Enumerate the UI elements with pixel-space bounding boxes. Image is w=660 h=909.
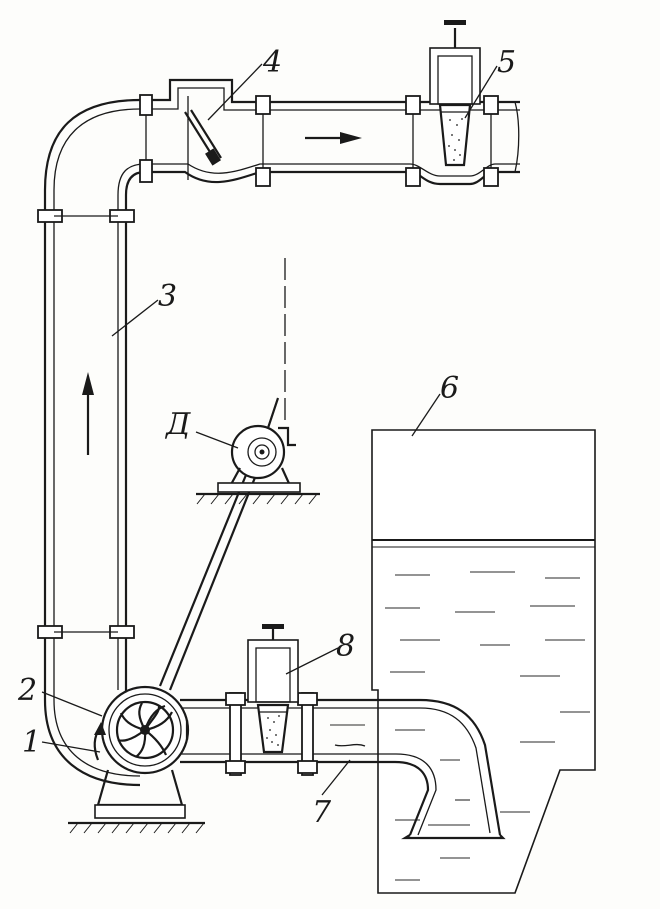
suction-flanges — [225, 692, 318, 776]
flap-valve — [184, 96, 222, 180]
label-impeller: 2 — [17, 673, 37, 708]
label-suction-pipe: 7 — [312, 795, 332, 830]
label-pump-casing: 1 — [22, 725, 41, 760]
discharge-flanges — [139, 94, 499, 187]
tank — [371, 429, 596, 894]
drive-belt — [158, 469, 250, 687]
label-upper-sampler: 5 — [497, 45, 516, 80]
suction-pipe — [180, 698, 506, 840]
drive-belt-return — [168, 459, 264, 691]
riser-pipe — [37, 98, 150, 640]
label-tank: 6 — [440, 371, 459, 406]
flow-arrow-right-icon — [305, 132, 362, 144]
flow-arrow-up-icon — [82, 372, 94, 455]
water-hatching — [385, 571, 590, 881]
label-riser-pipe: 3 — [158, 279, 177, 314]
pump-base — [68, 769, 205, 834]
label-lower-sampler: 8 — [336, 629, 355, 664]
label-motor: Д — [164, 407, 191, 442]
upper-sampler — [429, 20, 481, 167]
lower-sampler — [247, 624, 299, 754]
label-flap-valve: 4 — [262, 45, 282, 80]
motor — [196, 258, 320, 505]
impeller — [93, 700, 175, 761]
leader-lines — [41, 63, 498, 796]
